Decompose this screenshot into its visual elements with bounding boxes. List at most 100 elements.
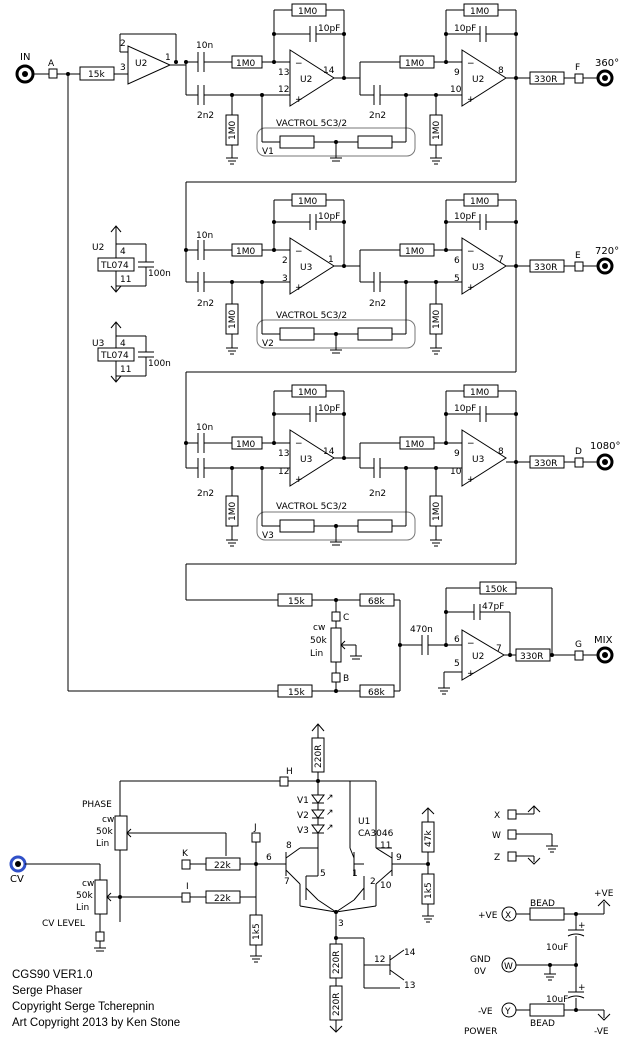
svg-text:7: 7 [498,255,504,265]
svg-text:6: 6 [454,635,460,645]
svg-text:15k: 15k [288,597,305,607]
svg-text:13: 13 [404,981,415,991]
svg-text:−: − [467,639,475,649]
svg-text:−: − [467,247,475,257]
svg-text:12: 12 [374,955,385,965]
svg-text:+: + [467,475,475,485]
opamp-label: U2 [135,59,147,69]
svg-text:330R: 330R [534,459,557,469]
art-copyright-text: Art Copyright 2013 by Ken Stone [12,1017,180,1029]
node-a [48,68,58,79]
phase-pot[interactable] [114,815,128,851]
svg-text:−: − [467,59,475,69]
svg-text:V2: V2 [297,811,309,821]
svg-text:Lin: Lin [96,839,109,849]
svg-text:C: C [343,613,349,623]
svg-text:BEAD: BEAD [530,1019,555,1029]
svg-text:1M0: 1M0 [236,440,255,450]
svg-text:-VE: -VE [478,1007,493,1017]
svg-text:1M0: 1M0 [228,310,238,329]
power-nodes: X W Z [492,805,558,865]
resistor-15k-label: 15k [88,70,105,80]
svg-text:U3: U3 [472,455,484,465]
svg-text:U2: U2 [300,75,312,85]
svg-text:5: 5 [454,659,460,669]
svg-text:10: 10 [380,881,392,891]
svg-text:+: + [295,95,303,105]
svg-text:E: E [575,251,581,261]
svg-text:1M0: 1M0 [432,121,442,140]
svg-text:330R: 330R [534,263,557,273]
svg-text:U1: U1 [358,817,370,827]
svg-text:+: + [467,669,475,679]
svg-text:10n: 10n [196,231,213,241]
svg-text:2n2: 2n2 [197,299,214,309]
svg-text:470n: 470n [410,625,433,635]
allpass-stage-1: 10n 1M0 2n2 1M0 −+ U2 13 12 14 1M0 10pF [185,3,619,183]
svg-text:1M0: 1M0 [298,197,317,207]
svg-text:2: 2 [282,256,288,266]
svg-text:10uF: 10uF [546,995,568,1005]
svg-text:50k: 50k [96,827,113,837]
svg-text:8: 8 [286,841,292,851]
svg-text:5: 5 [320,869,326,879]
svg-text:H: H [286,767,293,777]
svg-text:1k5: 1k5 [252,923,262,940]
copyright-text: Copyright Serge Tcherepnin [12,1001,154,1013]
svg-text:2n2: 2n2 [369,111,386,121]
allpass-stage-2: 10n 1M0 2n2 1M0 −+ U3 2 3 1 1M0 10pF [184,182,619,373]
svg-text:VACTROL 5C3/2: VACTROL 5C3/2 [276,502,347,512]
svg-text:K: K [182,849,189,859]
svg-text:12: 12 [278,467,289,477]
svg-text:−: − [295,439,303,449]
svg-text:+VE: +VE [478,911,498,921]
svg-text:−: − [295,59,303,69]
svg-text:47pF: 47pF [482,602,504,612]
opamp-u2-b [461,49,507,107]
svg-text:22k: 22k [214,894,231,904]
svg-text:1M0: 1M0 [470,7,489,17]
svg-text:14: 14 [404,948,416,958]
svg-text:U3: U3 [300,455,312,465]
svg-text:47k: 47k [424,830,434,847]
svg-text:GND: GND [470,955,491,965]
opamp-u2-buffer [127,45,172,85]
svg-text:8: 8 [498,66,504,76]
svg-text:1M0: 1M0 [470,197,489,207]
mix-pot[interactable] [330,627,342,663]
svg-text:Y: Y [504,1007,511,1017]
svg-text:9: 9 [454,449,460,459]
input-section: IN A 15k U2 2 3 1 [15,33,188,691]
cv-level-label: CV LEVEL [42,919,85,929]
svg-text:−: − [295,247,303,257]
svg-text:D: D [575,447,582,457]
svg-text:Lin: Lin [310,649,323,659]
svg-text:1M0: 1M0 [432,502,442,521]
svg-text:X: X [505,911,511,921]
svg-text:10n: 10n [196,423,213,433]
power-label: POWER [464,1027,497,1037]
svg-text:V1: V1 [262,147,274,157]
svg-text:3: 3 [120,63,126,73]
svg-text:2n2: 2n2 [369,489,386,499]
svg-text:150k: 150k [485,585,508,595]
allpass-stage-3: 10n 1M0 2n2 1M0 −+ U3 13 12 14 1M0 10pF [184,372,620,565]
svg-text:V3: V3 [262,531,274,541]
svg-text:68k: 68k [368,688,385,698]
svg-text:1: 1 [352,869,358,879]
svg-text:4: 4 [120,247,126,257]
svg-text:+VE: +VE [594,889,614,899]
svg-text:G: G [575,640,582,650]
svg-text:2: 2 [120,39,126,49]
svg-text:50k: 50k [76,891,93,901]
svg-text:13: 13 [278,68,289,78]
svg-text:TL074: TL074 [100,261,129,271]
svg-text:50k: 50k [310,636,327,646]
svg-text:B: B [343,674,349,684]
svg-text:U2: U2 [472,652,484,662]
svg-text:5: 5 [454,274,460,284]
svg-text:U3: U3 [472,263,484,273]
svg-text:1M0: 1M0 [405,59,424,69]
cv-level-pot[interactable] [94,879,108,915]
svg-text:1M0: 1M0 [236,59,255,69]
